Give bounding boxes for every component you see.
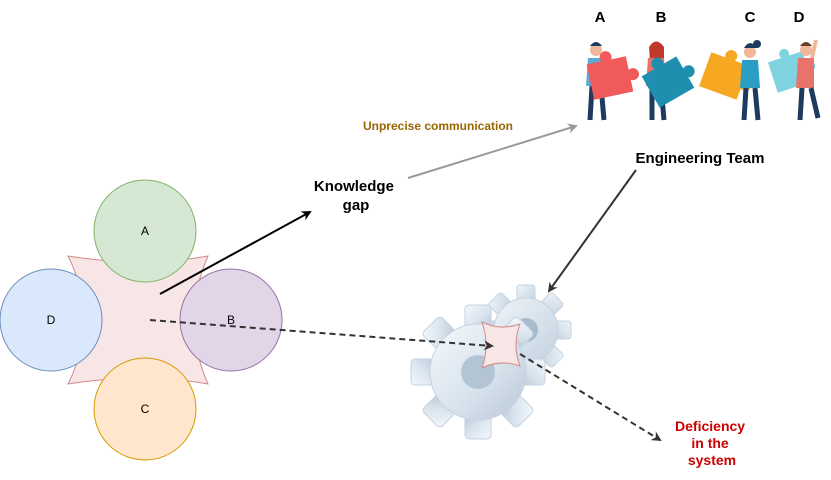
circle-c-label: C [141, 402, 150, 416]
engineering-team-label: Engineering Team [636, 150, 765, 167]
deficiency-label: Deficiency in the system [675, 418, 749, 468]
knowledge-gap-label: Knowledge gap [314, 178, 398, 214]
puzzle-piece-red-icon [586, 51, 640, 100]
circle-d: D [0, 268, 103, 372]
engineering-team-illustration: A B C [586, 9, 821, 121]
circle-b-label: B [227, 313, 235, 327]
team-member-c-figure [740, 40, 761, 121]
puzzle-piece-yellow-icon [699, 50, 752, 100]
team-member-b-letter: B [656, 9, 667, 26]
team-member-a-letter: A [595, 9, 606, 26]
deficiency-line-3: system [688, 452, 736, 468]
circle-a: A [93, 179, 197, 283]
gears-icon [410, 284, 572, 440]
knowledge-gap-line-1: Knowledge [314, 178, 394, 195]
deficiency-line-1: Deficiency [675, 418, 745, 434]
arrow-gap-to-gears [149, 319, 494, 351]
circle-c: C [93, 357, 197, 461]
arrow-gears-to-deficiency [519, 353, 662, 442]
team-member-c-letter: C [745, 9, 756, 26]
team-member-d-letter: D [794, 9, 805, 26]
circle-d-label: D [47, 313, 56, 327]
arrow-to-knowledge-gap [159, 211, 312, 295]
knowledge-gap-line-2: gap [343, 197, 370, 214]
team-member-d-figure [796, 39, 821, 121]
arrow-unprecise-communication [407, 123, 578, 179]
circle-a-label: A [141, 224, 149, 238]
deficiency-line-2: in the [691, 435, 729, 451]
circle-b: B [179, 268, 283, 372]
gear-gap-shape [481, 321, 521, 369]
puzzle-piece-blue-icon [641, 56, 695, 108]
unprecise-communication-label: Unprecise communication [363, 119, 513, 133]
arrow-team-to-gears [547, 169, 637, 293]
